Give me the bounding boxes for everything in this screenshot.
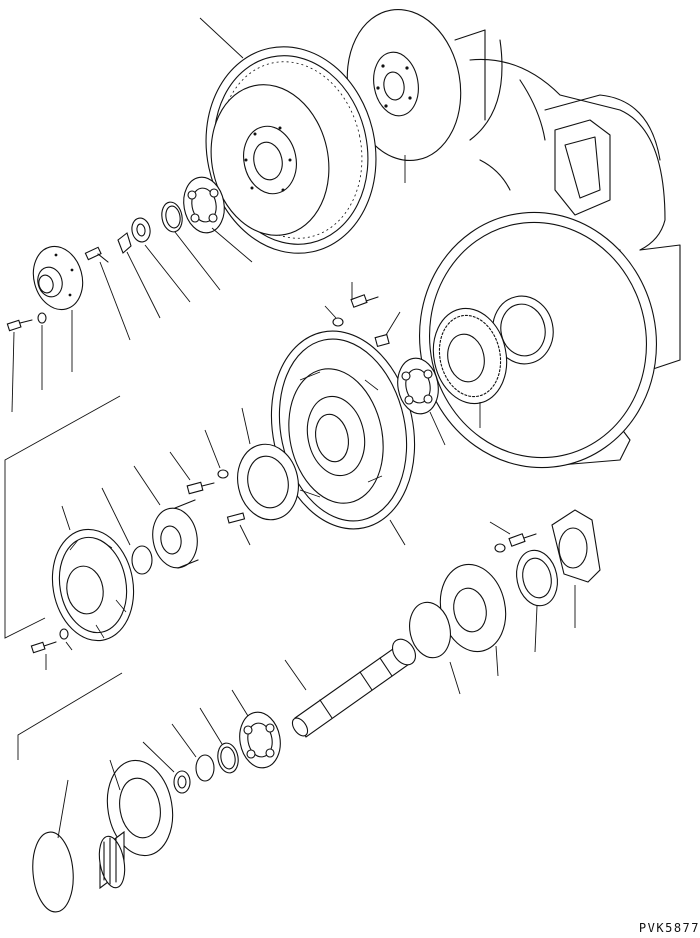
bearing-middle: [397, 357, 446, 446]
ring-upper: [161, 201, 221, 291]
pump-housing: [270, 330, 416, 546]
washer-middle-top: [324, 305, 344, 327]
washer-middle: [204, 429, 229, 479]
spacer-lower: [142, 741, 191, 794]
stator-wheel: [51, 505, 135, 642]
input-shaft: [284, 638, 417, 738]
gasket-right: [409, 601, 461, 695]
bolt-middle: [169, 451, 215, 495]
oil-seal-cover: [32, 779, 74, 913]
washer-stator: [59, 628, 73, 651]
lock-plate-upper: [117, 232, 161, 319]
drive-plate: [346, 8, 462, 183]
washer-cap: [37, 312, 47, 390]
gear-middle: [432, 307, 508, 428]
snap-ring-lower: [171, 723, 215, 782]
pin-middle: [226, 512, 251, 546]
cover-right: [439, 563, 507, 677]
bolt-middle-top: [350, 282, 379, 308]
bolt-cap: [6, 319, 33, 413]
snap-ring-middle: [101, 487, 153, 575]
plug-middle: [374, 311, 401, 348]
bearing-upper: [183, 176, 253, 263]
ring-lower: [199, 707, 239, 774]
bolt-right-middle: [489, 521, 537, 547]
spacer-upper: [131, 217, 191, 303]
gasket-middle: [237, 407, 299, 521]
flywheel-with-ring-gear: [199, 17, 377, 254]
bearing-housing-right: [551, 509, 601, 628]
reference-code: PVK5877: [638, 921, 700, 935]
bracket-left: [4, 395, 121, 639]
bolt-stator: [30, 641, 57, 670]
bearing-cap: [32, 245, 84, 372]
bolt-upper: [84, 246, 131, 341]
output-flange: [17, 672, 174, 890]
transmission-housing: [419, 29, 681, 469]
bearing-lower: [231, 689, 281, 769]
roller-bearing-right: [516, 549, 558, 653]
coupling-middle: [133, 465, 199, 569]
washer-right-middle: [494, 543, 506, 553]
